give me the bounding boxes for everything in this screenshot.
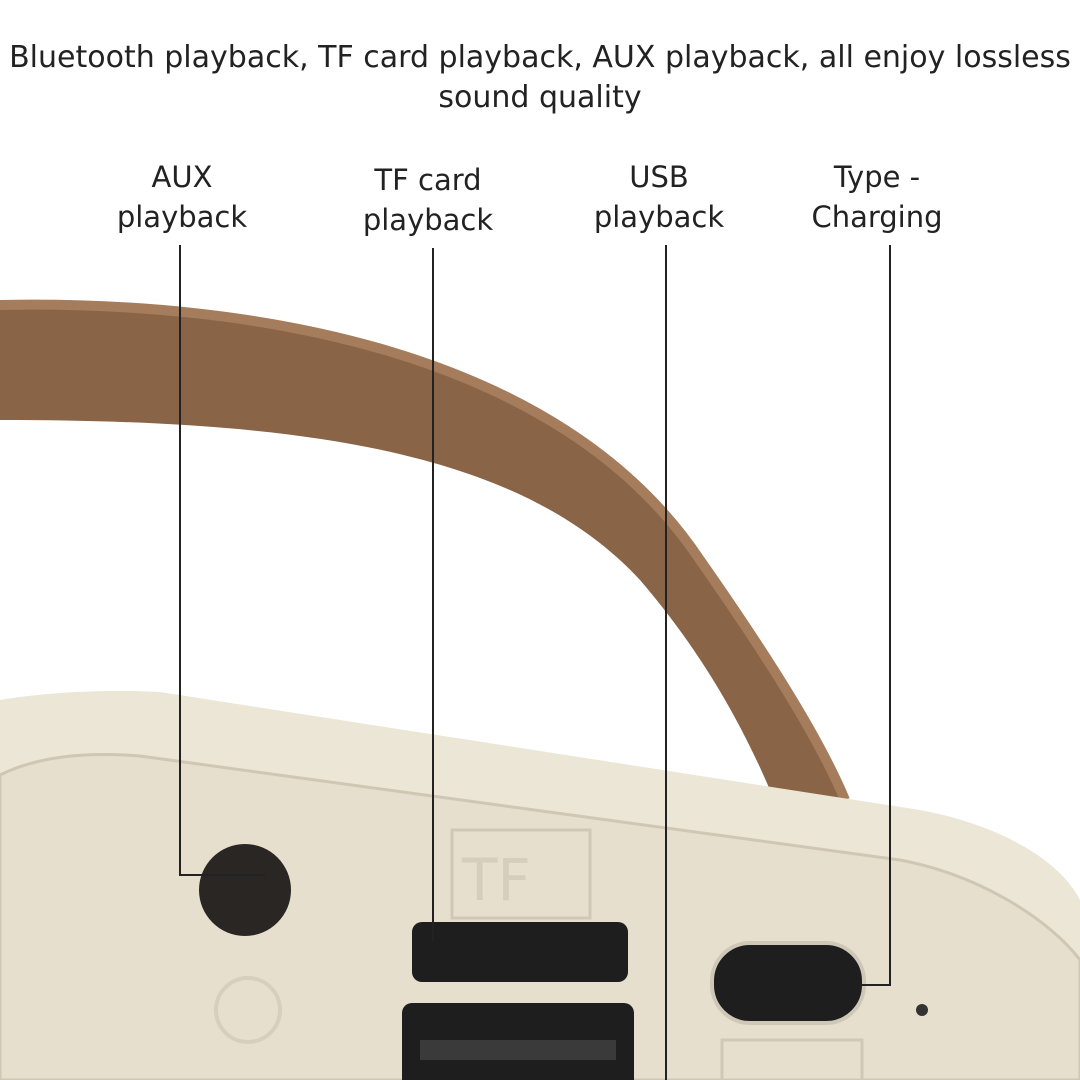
callout-aux-line1: AUX <box>151 160 213 194</box>
callout-tf: TF card playback <box>308 160 548 240</box>
indicator-led <box>916 1004 928 1016</box>
callout-aux: AUX playback <box>62 157 302 237</box>
type-c-port <box>710 941 866 1025</box>
usb-tongue <box>420 1040 616 1060</box>
leather-handle <box>0 304 845 800</box>
aux-jack <box>199 844 291 936</box>
tf-marking: TF <box>461 846 531 914</box>
tf-label-box <box>450 828 592 920</box>
callout-type-c-line2: Charging <box>811 200 943 234</box>
callout-tf-line1: TF card <box>374 163 482 197</box>
callout-usb-line1: USB <box>629 160 689 194</box>
headphone-icon <box>214 976 282 1044</box>
type-c-leader-line <box>860 245 891 986</box>
callout-aux-line2: playback <box>116 200 248 234</box>
callout-type-c: Type - Charging <box>757 157 997 237</box>
callout-usb-line2: playback <box>593 200 725 234</box>
callout-type-c-line1: Type - <box>833 160 921 194</box>
handle-edge <box>0 299 850 802</box>
tf-card-slot <box>412 922 628 982</box>
callout-usb: USB playback <box>539 157 779 237</box>
callout-tf-line2: playback <box>362 203 494 237</box>
aux-leader-line <box>179 245 265 876</box>
type-c-marking-box <box>720 1038 864 1080</box>
headline: Bluetooth playback, TF card playback, AU… <box>9 40 1071 115</box>
